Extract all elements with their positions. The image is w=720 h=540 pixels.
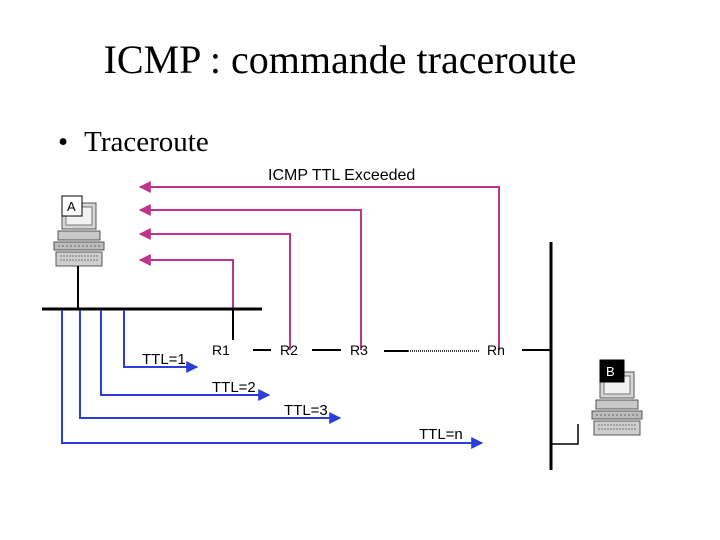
ttl-label-2: TTL=2 [212, 379, 256, 396]
host-b-badge [599, 359, 625, 383]
router-r3: R3 [350, 342, 368, 358]
host-b-label: B [606, 364, 615, 379]
icmp-ttl-exceeded-label: ICMP TTL Exceeded [268, 167, 415, 184]
bullet-marker: • [58, 126, 69, 158]
ttl-label-3: TTL=3 [284, 402, 328, 419]
router-r2: R2 [280, 342, 298, 358]
host-a-label: A [67, 199, 76, 214]
bullet-item: • Traceroute [58, 126, 209, 159]
host-a-badge [61, 195, 83, 217]
icmp-path-rn [138, 181, 500, 350]
slide-title: ICMP : commande traceroute [103, 37, 577, 82]
ttl-label-n: TTL=n [419, 426, 463, 443]
icmp-path-r3 [138, 204, 362, 350]
router-rn: Rn [487, 342, 505, 358]
host-b: B [591, 359, 643, 436]
icmp-path-r1 [138, 254, 234, 310]
ttl-path-1 [123, 310, 199, 373]
bullet-text: Traceroute [84, 126, 209, 158]
ttl-probe-paths [61, 310, 484, 449]
ttl-label-1: TTL=1 [142, 351, 186, 368]
router-r1: R1 [212, 342, 230, 358]
icmp-return-paths [138, 181, 500, 350]
ttl-path-3 [79, 310, 342, 424]
host-a: A [53, 195, 105, 308]
icmp-path-r2 [138, 228, 291, 350]
ttl-path-n [61, 310, 484, 449]
router-chain: R1 R2 R3 Rn [212, 342, 551, 358]
ttl-path-2 [100, 310, 271, 401]
